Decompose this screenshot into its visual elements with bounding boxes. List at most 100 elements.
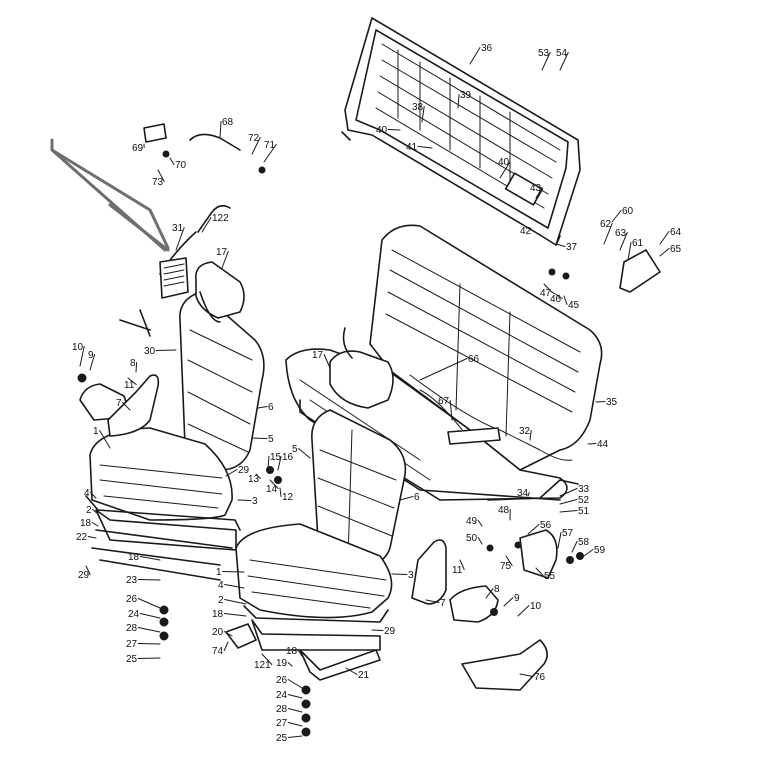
leader-line-12-22 [279, 487, 282, 497]
leader-line-45-67 [563, 295, 568, 305]
callout-8-14: 8 [130, 358, 136, 369]
callout-24-38: 24 [128, 609, 140, 620]
callout-73-95: 73 [152, 177, 164, 188]
leader-line-67-89 [449, 400, 453, 421]
centre-front-seat [235, 409, 407, 681]
callout-37-58: 37 [566, 242, 578, 253]
leader-line-9-16 [89, 354, 96, 371]
leader-line-42-64 [529, 227, 533, 231]
callout-32-53: 32 [519, 426, 531, 437]
callout-28-47: 28 [276, 704, 288, 715]
callout-39-60: 39 [460, 90, 472, 101]
leader-line-58-80 [571, 541, 578, 553]
callout-5-8: 5 [268, 434, 274, 445]
callout-25-40: 25 [126, 654, 138, 665]
leader-line-5-8 [251, 437, 268, 439]
callout-33-54: 33 [578, 484, 590, 495]
leader-line-21-35 [345, 667, 358, 675]
leader-line-7-12 [122, 402, 131, 411]
callout-48-70: 48 [498, 505, 510, 516]
callout-18-32: 18 [286, 646, 298, 657]
leader-line-40-61 [387, 129, 401, 131]
callout-34-55: 34 [517, 488, 529, 499]
leader-line-10-19 [517, 605, 530, 617]
callout-43-65: 43 [530, 183, 542, 194]
callout-75-97: 75 [500, 561, 512, 572]
leader-line-4-7 [224, 584, 245, 589]
callout-65-87: 65 [670, 244, 682, 255]
callout-11-21: 11 [452, 565, 463, 576]
leader-line-35-56 [595, 401, 606, 403]
leader-line-76-98 [519, 673, 534, 677]
leader-line-27-45 [287, 722, 303, 727]
leader-line-8-15 [485, 588, 494, 599]
callout-1-0: 1 [93, 426, 99, 437]
callout-63-85: 63 [615, 228, 627, 239]
callout-60-82: 60 [622, 206, 634, 217]
callout-38-59: 38 [412, 102, 424, 113]
leader-line-18-29 [91, 522, 99, 527]
leader-line-33-54 [559, 488, 578, 497]
leader-line-28-46 [137, 627, 161, 633]
callout-53-75: 53 [538, 48, 550, 59]
leader-line-25-41 [287, 735, 303, 738]
callout-69-91: 69 [132, 143, 144, 154]
callout-36-57: 36 [481, 43, 493, 54]
leader-line-15-25 [267, 456, 270, 469]
leader-line-13-23 [255, 473, 261, 479]
leader-line-17-28 [323, 354, 331, 369]
leader-line-39-60 [457, 94, 460, 109]
fasteners [77, 150, 584, 737]
leader-lines [79, 47, 670, 738]
callout-71-93: 71 [264, 140, 276, 151]
leader-line-72-94 [251, 137, 261, 155]
callout-15-25: 15 [270, 452, 282, 463]
rear-backrest-frame [341, 17, 581, 246]
leader-line-61-83 [627, 242, 632, 261]
leader-line-14-24 [269, 479, 279, 489]
callout-40-62: 40 [498, 157, 510, 168]
callout-25-41: 25 [276, 733, 288, 744]
leader-line-3-5 [391, 573, 408, 575]
callout-76-98: 76 [534, 672, 546, 683]
leader-line-54-76 [559, 52, 569, 71]
callout-9-17: 9 [514, 593, 520, 604]
leader-line-49-71 [477, 520, 483, 527]
callout-5-9: 5 [292, 444, 298, 455]
leader-line-2-2 [92, 509, 99, 515]
callout-10-19: 10 [530, 601, 542, 612]
leader-line-75-97 [505, 555, 513, 566]
leader-line-53-75 [541, 52, 551, 71]
callout-7-12: 7 [116, 398, 122, 409]
leader-line-16-26 [277, 456, 282, 471]
callout-8-15: 8 [494, 584, 500, 595]
leader-line-43-65 [535, 187, 543, 199]
callout-68-90: 68 [222, 117, 234, 128]
callout-41-63: 41 [406, 142, 418, 153]
leader-line-8-14 [135, 362, 138, 373]
leader-line-46-68 [551, 291, 563, 299]
leader-line-26-43 [287, 679, 303, 689]
leader-line-59-81 [583, 549, 594, 557]
callout-56-78: 56 [540, 520, 552, 531]
callout-26-42: 26 [126, 594, 138, 605]
leader-line-4-6 [90, 492, 97, 499]
callout-6-10: 6 [268, 402, 274, 413]
leader-line-18-32 [297, 650, 303, 657]
callout-74-96: 74 [212, 646, 224, 657]
leader-line-29-50 [371, 629, 384, 631]
leader-line-122-100 [201, 217, 212, 233]
leader-line-51-73 [559, 510, 578, 513]
leader-line-70-92 [169, 157, 175, 165]
side-brackets [79, 123, 661, 691]
callout-52-74: 52 [578, 495, 590, 506]
callout-3-4: 3 [252, 496, 258, 507]
leader-line-36-57 [469, 47, 481, 65]
leader-line-38-59 [421, 106, 425, 123]
callout-24-39: 24 [276, 690, 288, 701]
leader-line-22-36 [87, 536, 97, 539]
leader-line-11-20 [127, 377, 137, 385]
callout-70-92: 70 [175, 160, 187, 171]
callout-121-99: 121 [254, 660, 271, 671]
leader-line-68-90 [219, 121, 222, 139]
